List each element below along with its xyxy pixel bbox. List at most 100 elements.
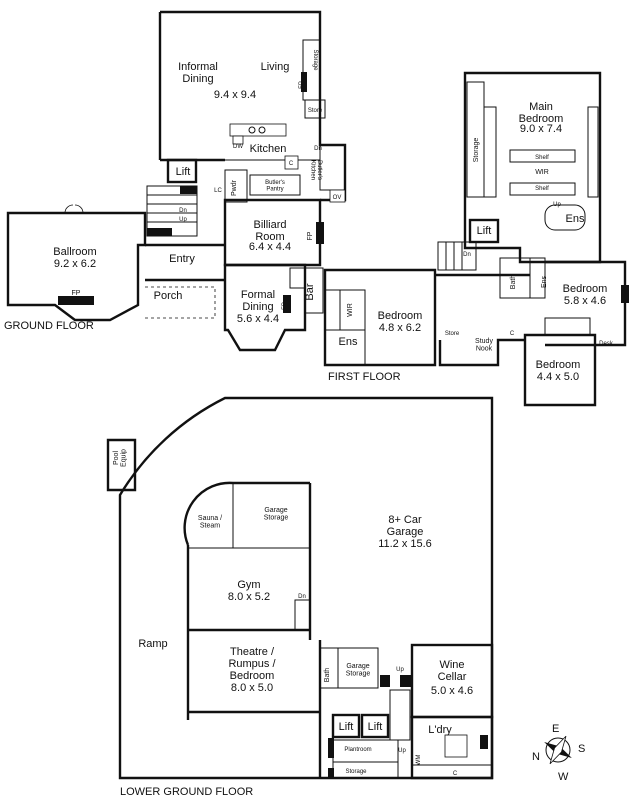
label-ens-bed2: Ens: [339, 336, 358, 348]
main-bedroom-block: [463, 71, 602, 264]
ballroom: [6, 211, 147, 322]
label-up-ground: Up: [179, 217, 187, 223]
label-plantroom: Plantroom: [344, 747, 371, 753]
label-laundry: L'dry: [428, 724, 452, 736]
store-closet: [304, 99, 326, 119]
label-formal-dining-dims: 5.6 x 4.4: [237, 313, 279, 325]
label-living: Living: [261, 61, 290, 73]
label-fp-dining: FP: [282, 302, 288, 310]
butlers-pantry: [249, 174, 301, 196]
label-pool-equip: PoolEquip: [113, 449, 128, 467]
label-ens-main: Ens: [566, 213, 585, 225]
lift-first: [468, 218, 500, 244]
label-dn-first: Dn: [463, 252, 471, 258]
label-desk: Desk: [599, 341, 614, 347]
label-billiard-dims: 6.4 x 4.4: [249, 241, 291, 253]
label-ov: OV: [333, 195, 342, 201]
label-shelf-1: Shelf: [535, 155, 549, 161]
label-main-bedroom-dims: 9.0 x 7.4: [520, 123, 562, 135]
label-theatre: Theatre /Rumpus /Bedroom: [228, 646, 276, 682]
label-porch: Porch: [154, 290, 183, 302]
label-bedroom-4: Bedroom: [536, 359, 581, 371]
label-up-first: Up: [553, 202, 561, 208]
label-store-ground: Store: [308, 108, 323, 114]
compass-w: W: [558, 771, 569, 783]
compass-n: N: [532, 751, 540, 763]
label-lower-ground-floor: LOWER GROUND FLOOR: [120, 786, 253, 798]
label-dn-lower: Dn: [298, 594, 306, 600]
label-fp-living: FP: [299, 81, 305, 89]
label-gym-dims: 8.0 x 5.2: [228, 591, 270, 603]
label-bedroom-3-dims: 5.8 x 4.6: [564, 295, 606, 307]
label-storage-ground: Storage: [312, 49, 318, 71]
label-up-lower: Up: [396, 667, 404, 673]
label-dn-kitchen: Dn: [314, 146, 322, 152]
label-ballroom-dims: 9.2 x 6.2: [54, 258, 96, 270]
label-c-lower: C: [453, 771, 458, 777]
label-ramp: Ramp: [138, 638, 167, 650]
label-first-floor: FIRST FLOOR: [328, 371, 401, 383]
label-bedroom-3: Bedroom: [563, 283, 608, 295]
powder-room: [224, 169, 248, 203]
compass-e: E: [552, 723, 559, 735]
lift-lower-1: [331, 713, 361, 739]
label-bath-lower: Bath: [324, 668, 331, 683]
ground-floor-plan: [6, 10, 347, 352]
garage-storage-small: [337, 647, 379, 689]
label-fp-billiard: FP: [307, 231, 314, 240]
lift-ground: [166, 158, 198, 184]
fireplace-billiard: [316, 222, 324, 244]
label-wm: WM: [416, 755, 422, 766]
label-lift-lower-2: Lift: [368, 721, 383, 733]
stair-first: [437, 241, 477, 271]
pool-equip: [106, 438, 137, 492]
first-floor-plan: [323, 71, 629, 407]
label-dn-ground: Dn: [179, 208, 187, 214]
label-bath-first: Bath: [510, 275, 517, 290]
label-c-first: C: [510, 331, 515, 337]
label-wir-bed2: WIR: [347, 303, 354, 317]
label-wir-main: WIR: [535, 169, 549, 176]
butlers-kitchen: [319, 144, 346, 191]
kitchen-island: [229, 123, 287, 137]
label-entry: Entry: [169, 253, 195, 265]
label-bedroom-4-dims: 4.4 x 5.0: [537, 371, 579, 383]
label-store-first: Store: [445, 331, 460, 337]
label-sauna: Sauna /Steam: [198, 515, 222, 530]
label-up-lower-2: Up: [398, 748, 406, 754]
label-garage-dims: 11.2 x 15.6: [378, 538, 432, 550]
label-lc: LC: [214, 188, 222, 194]
label-storage-lower: Storage: [345, 769, 367, 775]
label-kitchen: Kitchen: [250, 143, 287, 155]
label-bedroom-2: Bedroom: [378, 310, 423, 322]
label-lift-first: Lift: [477, 225, 492, 237]
lift-lower-2: [360, 713, 390, 739]
label-theatre-dims: 8.0 x 5.0: [231, 682, 273, 694]
label-living-dims: 9.4 x 9.4: [214, 89, 256, 101]
label-pwdr: Pwdr: [231, 179, 238, 196]
label-ballroom: Ballroom: [53, 246, 96, 258]
fireplace-ballroom: [58, 296, 94, 305]
label-dw: DW: [233, 144, 243, 150]
fireplace-living: [301, 72, 307, 92]
label-ground-floor: GROUND FLOOR: [4, 320, 94, 332]
ensuite-bedroom-2: [324, 329, 366, 366]
label-ens-first: Ens: [541, 275, 548, 288]
label-lift-ground: Lift: [176, 166, 191, 178]
label-fp-ballroom: FP: [72, 290, 81, 297]
lower-ground-outline: [118, 396, 494, 780]
label-bedroom-2-dims: 4.8 x 6.2: [379, 322, 421, 334]
label-c-kitchen: C: [289, 161, 294, 167]
compass-s: S: [578, 743, 585, 755]
